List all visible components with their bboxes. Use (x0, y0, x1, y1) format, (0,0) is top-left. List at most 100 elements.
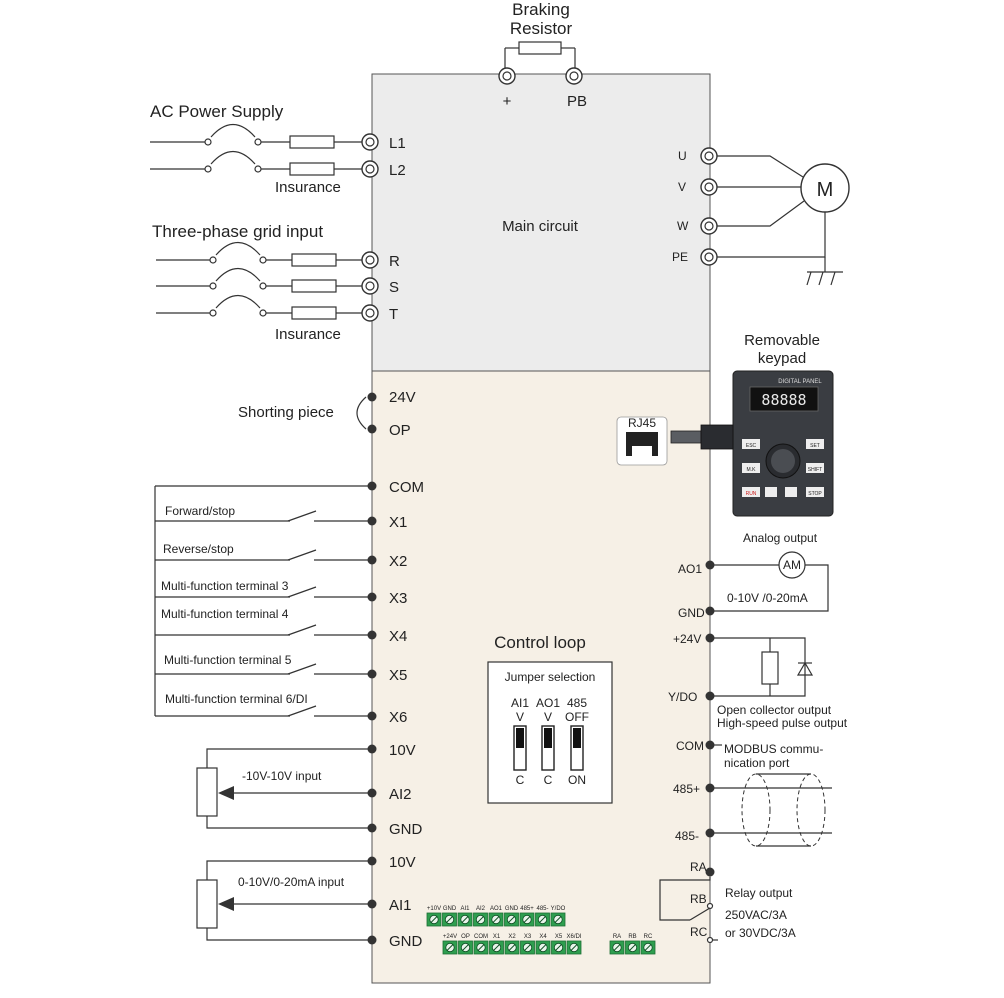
m485-label: 485- (675, 829, 699, 843)
insurance-label-2: Insurance (275, 326, 341, 343)
strip-row2-label-7: X5 (555, 934, 563, 940)
terminal-op: OP (367, 422, 411, 439)
keypad-set-button[interactable] (806, 439, 824, 449)
w-label: W (677, 219, 689, 233)
terminal-10v-a: 10V (367, 742, 416, 759)
v-label: V (678, 180, 686, 194)
modbus-label-2: nication port (724, 756, 790, 770)
keypad-title-1: Removable (744, 332, 820, 349)
strip-relay-label-0: RA (613, 934, 621, 940)
keypad-title-2: keypad (758, 350, 806, 367)
terminal-ra (705, 867, 715, 877)
terminal-10v-a-label: 10V (389, 742, 416, 759)
u-label: U (678, 149, 687, 163)
jumper-selection: Jumper selection AI1 AO1 485 V V OFF C C… (487, 661, 613, 804)
strip-row1-label-4: AO1 (490, 906, 503, 912)
strip-row2-label-8: X6/DI (566, 934, 581, 940)
rb-label: RB (690, 892, 707, 906)
strip-row1-label-7: 485- (536, 906, 548, 912)
ra-label: RA (690, 860, 707, 874)
keypad-display (749, 386, 819, 412)
rj45-plug (700, 424, 734, 450)
forward-stop-label: Forward/stop (165, 504, 235, 518)
strip-row2-label-0: +24V (443, 934, 457, 940)
ai2-input-label: -10V-10V input (242, 769, 322, 783)
terminal-485p (705, 783, 715, 793)
strip-row1-label-2: AI1 (460, 906, 470, 912)
terminal-x4: X4 (367, 628, 407, 645)
pullup-resistor (761, 651, 779, 685)
terminal-x5: X5 (367, 667, 407, 684)
keypad-run-label: RUN (746, 491, 757, 497)
l1-label: L1 (389, 135, 406, 152)
jumper-top1: V (516, 710, 524, 724)
fuse-l2 (289, 162, 335, 176)
modbus-label-1: MODBUS commu- (724, 742, 823, 756)
jumper-col3: 485 (567, 696, 587, 710)
braking-resistor-label-1: Braking (512, 0, 570, 19)
plus-label: + (503, 93, 512, 110)
jumper-col2: AO1 (536, 696, 560, 710)
terminal-x5-label: X5 (389, 667, 407, 684)
jumper-title: Jumper selection (505, 670, 596, 684)
keypad-set-label: SET (810, 443, 820, 449)
terminal-ydo (705, 691, 715, 701)
terminal-ai2: AI2 (367, 786, 412, 803)
terminal-gnd-right (705, 606, 715, 616)
braking-resistor: Braking Resistor + PB (498, 0, 587, 110)
terminal-x3: X3 (367, 590, 407, 607)
terminal-ai2-label: AI2 (389, 786, 412, 803)
main-circuit-title: Main circuit (502, 218, 579, 235)
relay-label-1: Relay output (725, 886, 793, 900)
terminal-ai1: AI1 (367, 897, 412, 914)
keypad-mk-button[interactable] (742, 463, 760, 473)
terminal-gnd-b-label: GND (389, 933, 423, 950)
l2-label: L2 (389, 162, 406, 179)
terminal-10v-b-label: 10V (389, 854, 416, 871)
terminal-24v-label: 24V (389, 389, 416, 406)
strip-row1-label-1: GND (443, 906, 457, 912)
terminal-x4-label: X4 (389, 628, 407, 645)
terminal-gnd-a-label: GND (389, 821, 423, 838)
oc-label-2: High-speed pulse output (717, 716, 848, 730)
strip-row2-label-4: X2 (508, 934, 516, 940)
r-label: R (389, 253, 400, 270)
strip-row1-label-0: +10V (427, 906, 441, 912)
terminal-gnd-b: GND (367, 933, 423, 950)
ai2-potentiometer (196, 767, 218, 817)
reverse-stop-label: Reverse/stop (163, 542, 234, 556)
ac-power-title: AC Power Supply (150, 102, 284, 121)
insurance-label-1: Insurance (275, 179, 341, 196)
keypad-mk-label: M.K (747, 467, 757, 473)
braking-resistor-label-2: Resistor (510, 19, 573, 38)
keypad-esc-label: ESC (746, 443, 757, 449)
three-phase-title: Three-phase grid input (152, 222, 323, 241)
s-label: S (389, 279, 399, 296)
fuse-s (291, 279, 337, 293)
keypad-esc-button[interactable] (742, 439, 760, 449)
t-label: T (389, 306, 398, 323)
diode-symbol (796, 661, 814, 676)
terminal-x6-label: X6 (389, 709, 407, 726)
shorting-piece-label: Shorting piece (238, 404, 334, 421)
keypad-up-button[interactable] (765, 487, 777, 497)
jumper-col1: AI1 (511, 696, 529, 710)
terminal-24v-right (705, 633, 715, 643)
strip-row2-label-3: X1 (493, 934, 501, 940)
terminal-485m (705, 828, 715, 838)
keypad-panel-label: DIGITAL PANEL (778, 379, 822, 385)
keypad-shift-button[interactable] (806, 463, 824, 473)
keypad-run-button[interactable] (742, 487, 760, 497)
terminal-com-label: COM (389, 479, 424, 496)
jumper-bot1: C (516, 773, 525, 787)
keypad-stop-button[interactable] (806, 487, 824, 497)
strip-row2-label-6: X4 (539, 934, 547, 940)
keypad-down-button[interactable] (785, 487, 797, 497)
terminal-24v: 24V (367, 389, 416, 406)
strip-row1-label-3: AI2 (476, 906, 486, 912)
terminal-gnd-a: GND (367, 821, 423, 838)
control-loop-title: Control loop (494, 633, 586, 652)
strip-row2-label-1: OP (461, 934, 470, 940)
twisted-pair-shield-2 (796, 773, 826, 847)
